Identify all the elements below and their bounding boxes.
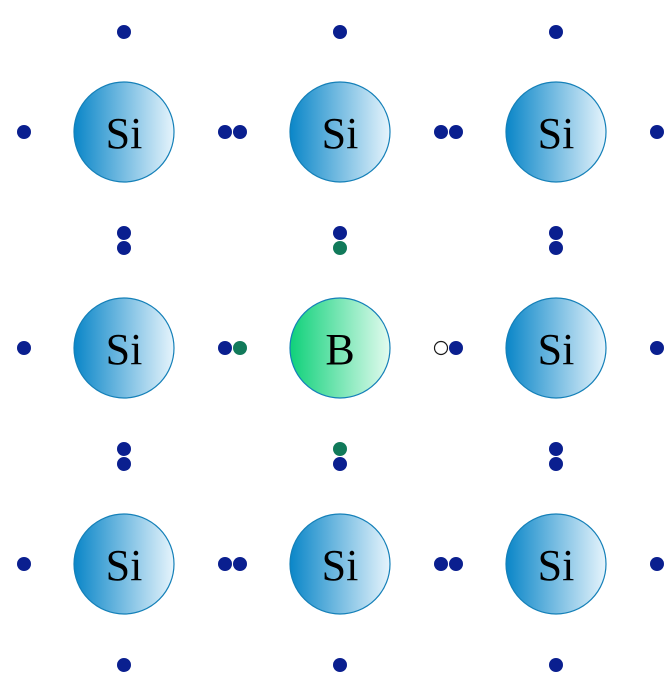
silicon-electron <box>117 658 131 672</box>
silicon-electron <box>434 557 448 571</box>
bond-pair-boron-top <box>333 226 347 255</box>
bond-pair <box>434 557 463 571</box>
valence-electrons <box>17 25 664 672</box>
boron-electron <box>233 341 247 355</box>
silicon-electron <box>218 125 232 139</box>
silicon-electron <box>17 341 31 355</box>
silicon-electron <box>449 341 463 355</box>
silicon-electron <box>549 226 563 240</box>
silicon-electron <box>549 658 563 672</box>
atom-label: B <box>325 325 354 374</box>
atom-core <box>73 81 175 183</box>
hole <box>433 340 449 356</box>
atom-label: Si <box>322 109 359 158</box>
silicon-electron <box>17 557 31 571</box>
atom-core <box>73 297 175 399</box>
atom-r3-c2: Si <box>289 513 391 615</box>
silicon-electron <box>434 125 448 139</box>
atom-label: Si <box>106 109 143 158</box>
boron-electron <box>333 442 347 456</box>
atom-core <box>289 513 391 615</box>
atom-label: Si <box>106 541 143 590</box>
atom-r1-c2: Si <box>289 81 391 183</box>
atoms: Si Si Si Si B Si Si Si <box>73 81 607 615</box>
silicon-electron <box>333 226 347 240</box>
silicon-electron <box>549 442 563 456</box>
atom-label: Si <box>538 541 575 590</box>
silicon-electron <box>117 241 131 255</box>
bond-pair-boron-right-with-hole <box>433 340 463 356</box>
atom-core <box>505 513 607 615</box>
boron-electron <box>333 241 347 255</box>
bond-pair <box>549 442 563 471</box>
silicon-electron <box>117 226 131 240</box>
silicon-electron <box>650 125 664 139</box>
silicon-electron <box>233 557 247 571</box>
atom-r2-c2-boron: B <box>289 297 391 399</box>
silicon-electron <box>117 457 131 471</box>
bond-pair <box>117 442 131 471</box>
atom-r1-c1: Si <box>73 81 175 183</box>
silicon-electron <box>549 457 563 471</box>
atom-label: Si <box>538 109 575 158</box>
silicon-electron <box>233 125 247 139</box>
silicon-electron <box>333 658 347 672</box>
bond-pair <box>218 125 247 139</box>
atom-r3-c1: Si <box>73 513 175 615</box>
atom-r3-c3: Si <box>505 513 607 615</box>
silicon-electron <box>549 241 563 255</box>
atom-label: Si <box>106 325 143 374</box>
silicon-electron <box>333 457 347 471</box>
bond-pair-boron-left <box>218 341 247 355</box>
atom-label: Si <box>538 325 575 374</box>
atom-core <box>73 513 175 615</box>
silicon-electron <box>650 341 664 355</box>
silicon-electron <box>117 442 131 456</box>
silicon-electron <box>449 125 463 139</box>
silicon-electron <box>650 557 664 571</box>
bond-pair <box>117 226 131 255</box>
silicon-electron <box>549 25 563 39</box>
silicon-electron <box>218 557 232 571</box>
atom-r2-c3: Si <box>505 297 607 399</box>
atom-label: Si <box>322 541 359 590</box>
atom-r2-c1: Si <box>73 297 175 399</box>
silicon-electron <box>333 25 347 39</box>
silicon-electron <box>17 125 31 139</box>
atom-core <box>505 81 607 183</box>
bond-pair-boron-bottom <box>333 442 347 471</box>
bond-pair <box>434 125 463 139</box>
silicon-electron <box>449 557 463 571</box>
atom-core <box>289 297 391 399</box>
silicon-electron <box>218 341 232 355</box>
bond-pair <box>218 557 247 571</box>
atom-core <box>289 81 391 183</box>
atom-r1-c3: Si <box>505 81 607 183</box>
bond-pair <box>549 226 563 255</box>
atom-core <box>505 297 607 399</box>
silicon-electron <box>117 25 131 39</box>
